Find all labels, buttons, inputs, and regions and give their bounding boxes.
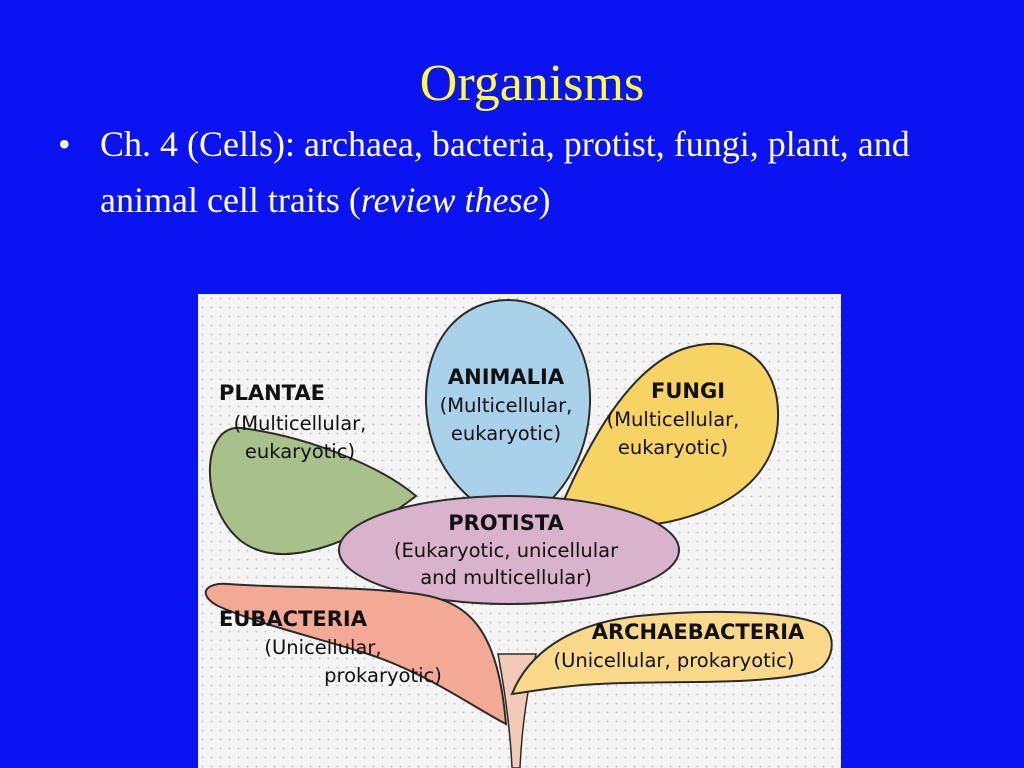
kingdoms-diagram: PLANTAE (Multicellular, eukaryotic) ANIM… xyxy=(198,294,841,768)
plantae-desc-1: (Multicellular, xyxy=(234,412,367,435)
eubacteria-petal xyxy=(204,582,508,726)
protista-desc-1: (Eukaryotic, unicellular xyxy=(394,539,619,562)
protista-name: PROTISTA xyxy=(448,511,564,535)
fungi-name: FUNGI xyxy=(651,379,725,403)
archaebacteria-petal xyxy=(510,610,833,696)
kingdoms-diagram-svg: PLANTAE (Multicellular, eukaryotic) ANIM… xyxy=(204,298,833,768)
bullet-item: Ch. 4 (Cells): archaea, bacteria, protis… xyxy=(100,116,978,228)
bullet-text-suffix: ) xyxy=(538,180,551,220)
plantae-name: PLANTAE xyxy=(219,381,325,405)
animalia-name: ANIMALIA xyxy=(448,365,565,389)
protista-desc-2: and multicellular) xyxy=(420,566,592,589)
bullet-text-emphasis: review these xyxy=(360,180,539,220)
bullet-marker: • xyxy=(58,124,71,164)
eubacteria-desc-1: (Unicellular, xyxy=(264,636,381,659)
archaebacteria-name: ARCHAEBACTERIA xyxy=(592,620,805,644)
slide-title: Organisms xyxy=(419,55,645,112)
archaebacteria-desc-1: (Unicellular, prokaryotic) xyxy=(553,649,794,672)
eubacteria-name: EUBACTERIA xyxy=(219,607,368,631)
animalia-desc-2: eukaryotic) xyxy=(451,422,561,445)
fungi-desc-1: (Multicellular, xyxy=(607,408,740,431)
bullet-list: • Ch. 4 (Cells): archaea, bacteria, prot… xyxy=(58,116,978,228)
animalia-petal xyxy=(424,298,592,526)
bullet-text-prefix: Ch. 4 (Cells): archaea, bacteria, protis… xyxy=(100,124,910,220)
plantae-desc-2: eukaryotic) xyxy=(245,440,355,463)
eubacteria-desc-2: prokaryotic) xyxy=(324,664,442,687)
fungi-desc-2: eukaryotic) xyxy=(618,436,728,459)
protista-ellipse xyxy=(338,495,680,605)
animalia-desc-1: (Multicellular, xyxy=(440,394,573,417)
